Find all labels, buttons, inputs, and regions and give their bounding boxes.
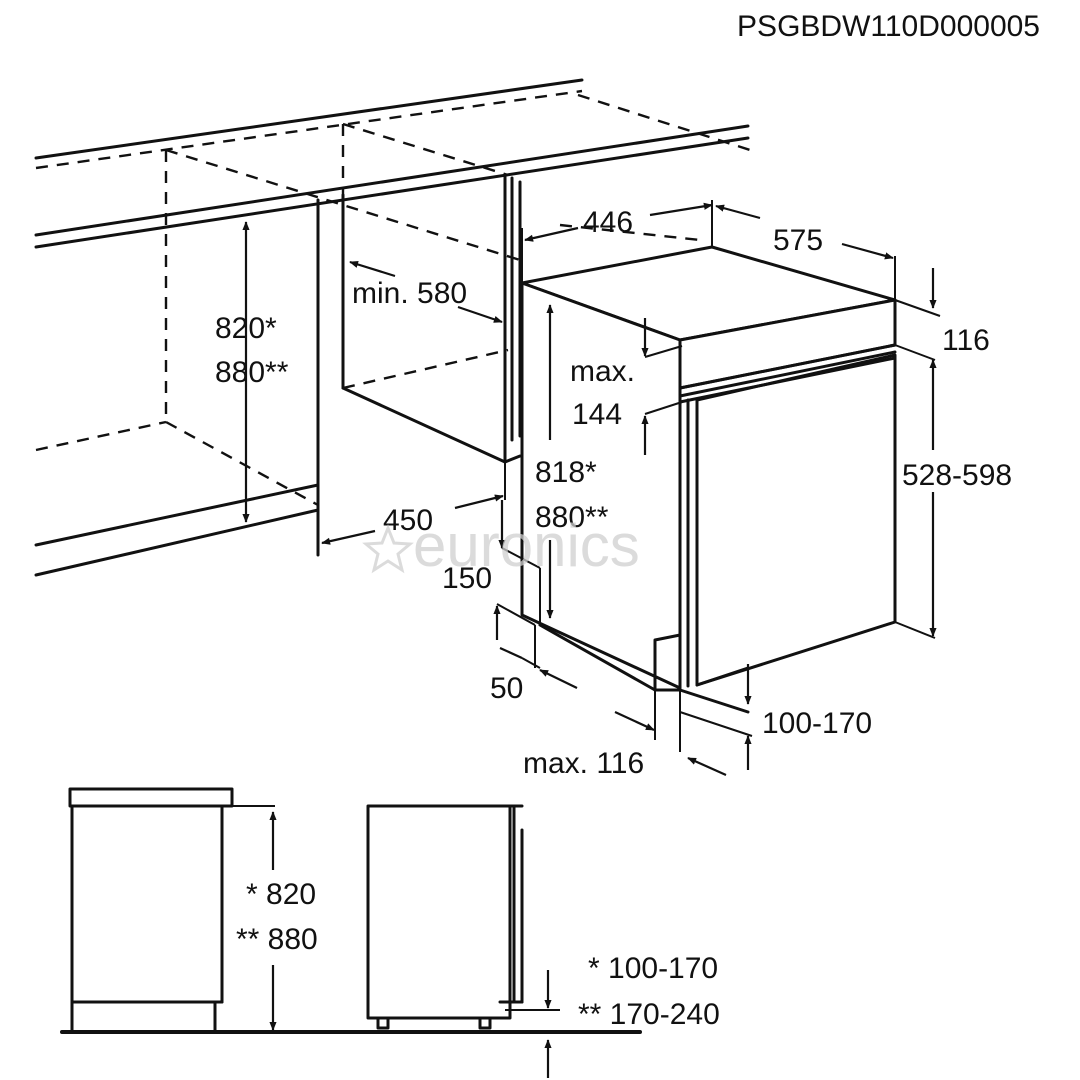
dimension-lines [242, 200, 941, 777]
dim-820: 820* [215, 312, 277, 345]
star-icon [362, 523, 414, 574]
dim-528-598: 528-598 [902, 459, 1012, 492]
bottom-right-plinth-100-170: * 100-170 [588, 952, 718, 985]
watermark: euronics [362, 512, 640, 579]
dim-116-top: 116 [942, 324, 990, 357]
dim-880-body: 880** [535, 501, 609, 534]
watermark-text: euronics [413, 512, 640, 579]
dim-575: 575 [773, 224, 823, 257]
bottom-right-plinth-170-240: ** 170-240 [578, 998, 720, 1031]
side-view-left [68, 787, 277, 1032]
side-view-right [366, 804, 560, 1078]
document-code: PSGBDW110D000005 [737, 10, 1040, 43]
dim-150: 150 [442, 562, 492, 595]
dim-880: 880** [215, 356, 289, 389]
dim-50: 50 [490, 672, 523, 705]
dim-144: 144 [572, 398, 622, 431]
cabinet-niche [34, 78, 751, 577]
bottom-left-height-820: * 820 [246, 878, 316, 911]
bottom-left-height-880: ** 880 [236, 923, 318, 956]
dim-max-label: max. [570, 355, 635, 388]
dim-min-580: min. 580 [352, 277, 467, 310]
dim-818: 818* [535, 456, 597, 489]
dim-446: 446 [583, 206, 633, 239]
dim-100-170: 100-170 [762, 707, 872, 740]
dishwasher-3d [520, 245, 897, 714]
dim-450: 450 [383, 504, 433, 537]
dim-max-116: max. 116 [523, 747, 644, 780]
